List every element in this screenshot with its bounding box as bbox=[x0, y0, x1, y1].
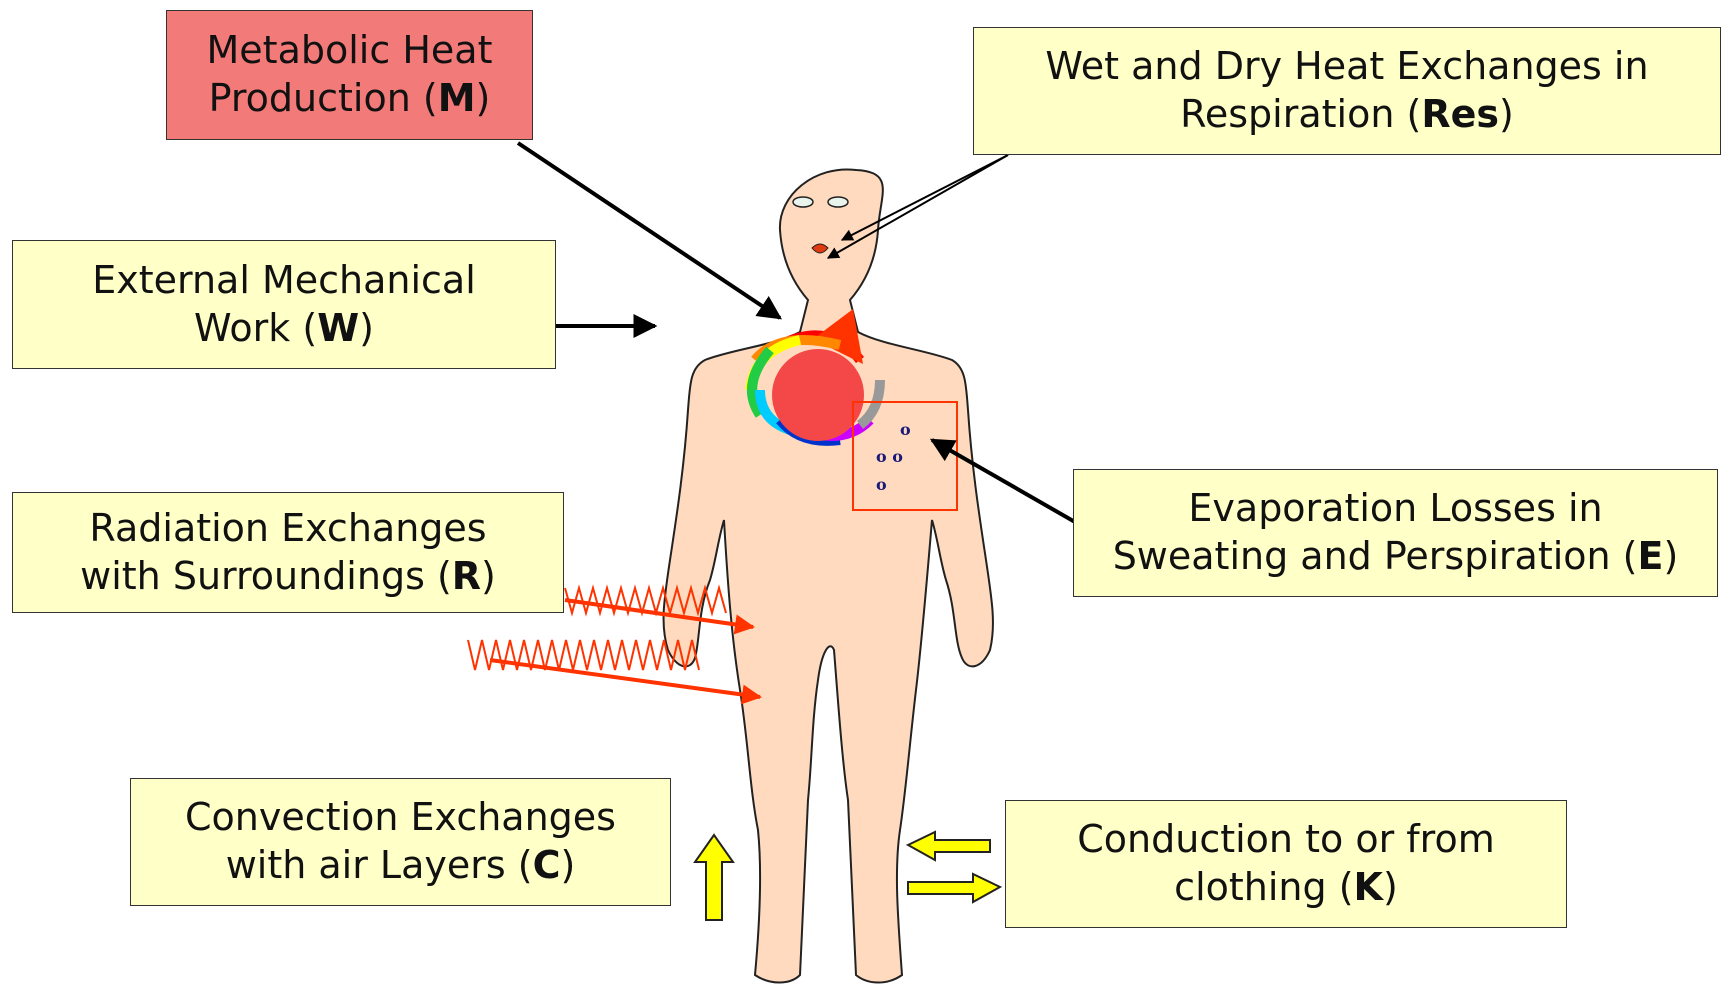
symbol-k: K bbox=[1354, 865, 1383, 909]
label-radiation: Radiation Exchanges with Surroundings (R… bbox=[12, 492, 564, 613]
symbol-m: M bbox=[438, 76, 476, 120]
left-eye-icon bbox=[793, 197, 813, 207]
symbol-w: W bbox=[317, 306, 359, 350]
label-line: External Mechanical bbox=[92, 257, 476, 305]
label-respiration: Wet and Dry Heat Exchanges in Respiratio… bbox=[973, 27, 1721, 155]
symbol-c: C bbox=[533, 843, 561, 887]
label-line: Sweating and Perspiration (E) bbox=[1113, 533, 1679, 581]
label-line: Respiration (Res) bbox=[1180, 91, 1514, 139]
label-external-work: External Mechanical Work (W) bbox=[12, 240, 556, 369]
label-line: Convection Exchanges bbox=[185, 794, 616, 842]
label-line: Conduction to or from bbox=[1077, 816, 1494, 864]
arrow-to-body-metabolic bbox=[518, 143, 780, 318]
label-line: Work (W) bbox=[194, 305, 374, 353]
block-arrow-icon bbox=[695, 835, 733, 920]
label-line: Evaporation Losses in bbox=[1188, 485, 1602, 533]
label-line: with air Layers (C) bbox=[226, 842, 576, 890]
symbol-r: R bbox=[452, 554, 481, 598]
label-convection: Convection Exchanges with air Layers (C) bbox=[130, 778, 671, 906]
sweat-drop-icon: o o bbox=[876, 447, 903, 466]
symbol-res: Res bbox=[1421, 92, 1499, 136]
label-line: Production (M) bbox=[209, 75, 491, 123]
label-line: clothing (K) bbox=[1174, 864, 1398, 912]
label-evaporation: Evaporation Losses in Sweating and Persp… bbox=[1073, 469, 1718, 597]
block-arrow-icon bbox=[908, 832, 1000, 902]
label-line: Radiation Exchanges bbox=[89, 505, 486, 553]
symbol-e: E bbox=[1638, 534, 1664, 578]
sweat-drop-icon: o bbox=[900, 420, 911, 439]
label-line: with Surroundings (R) bbox=[80, 553, 496, 601]
heart-icon bbox=[772, 349, 864, 441]
right-eye-icon bbox=[828, 197, 848, 207]
label-line: Wet and Dry Heat Exchanges in bbox=[1045, 43, 1648, 91]
sweat-drop-icon: o bbox=[876, 475, 887, 494]
label-line: Metabolic Heat bbox=[207, 27, 493, 75]
label-metabolic-heat: Metabolic Heat Production (M) bbox=[166, 10, 533, 140]
label-conduction: Conduction to or from clothing (K) bbox=[1005, 800, 1567, 928]
